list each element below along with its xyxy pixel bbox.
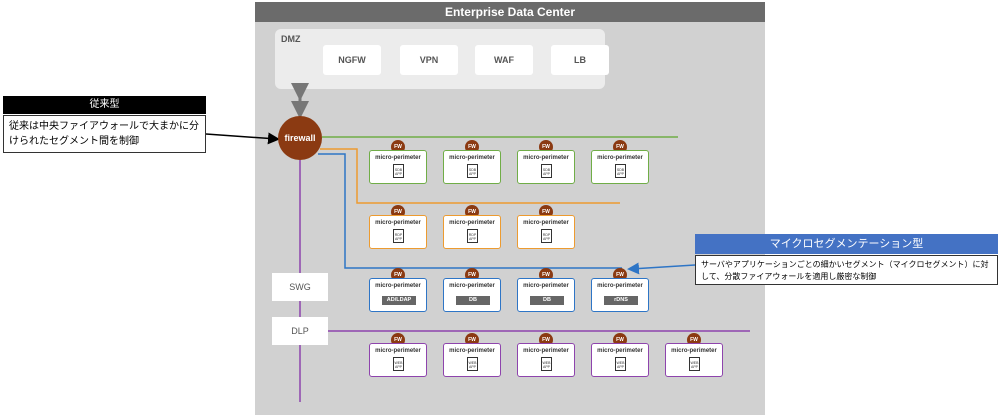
micro-perimeter-box: micro-perimeter rDNS (591, 278, 649, 312)
service-tag: AD/LDAP (382, 296, 416, 305)
central-firewall: firewall (278, 116, 322, 160)
micro-perimeter-label: micro-perimeter (523, 283, 569, 289)
document-icon: WEB APP (467, 357, 478, 371)
micro-perimeter-label: micro-perimeter (375, 348, 421, 354)
micro-perimeter-label: micro-perimeter (449, 220, 495, 226)
micro-perimeter-label: micro-perimeter (597, 283, 643, 289)
service-tag: DB (456, 296, 490, 305)
micro-perimeter-label: micro-perimeter (523, 348, 569, 354)
document-icon: SDB APP (467, 164, 478, 178)
document-icon: RDP APP (467, 229, 478, 243)
micro-perimeter-label: micro-perimeter (375, 155, 421, 161)
document-icon: SDB APP (393, 164, 404, 178)
micro-perimeter-label: micro-perimeter (597, 348, 643, 354)
service-tag: DB (530, 296, 564, 305)
micro-perimeter-label: micro-perimeter (375, 220, 421, 226)
data-center-zone: Enterprise Data Center DMZ NGFW VPN WAF … (255, 2, 765, 415)
micro-perimeter-label: micro-perimeter (671, 348, 717, 354)
micro-callout-arrow (627, 262, 696, 275)
data-center-title: Enterprise Data Center (255, 2, 765, 22)
micro-segmentation-title: マイクロセグメンテーション型 (695, 234, 998, 254)
micro-perimeter-label: micro-perimeter (523, 155, 569, 161)
dmz-vpn-box: VPN (400, 45, 458, 75)
document-icon: RDP APP (541, 229, 552, 243)
micro-perimeter-label: micro-perimeter (449, 155, 495, 161)
micro-segmentation-description: サーバやアプリケーションごとの細かいセグメント（マイクロセグメント）に対して、分… (695, 255, 998, 285)
traditional-description: 従来は中央ファイアウォールで大まかに分けられたセグメント間を制御 (3, 115, 206, 153)
dmz-waf-box: WAF (475, 45, 533, 75)
micro-perimeter-label: micro-perimeter (597, 155, 643, 161)
service-tag: rDNS (604, 296, 638, 305)
dmz-lb-box: LB (551, 45, 609, 75)
dmz-zone: DMZ NGFW VPN WAF LB (275, 29, 609, 89)
traditional-title: 従来型 (3, 96, 206, 114)
document-icon: RDP APP (393, 229, 404, 243)
dlp-box: DLP (272, 317, 328, 345)
document-icon: WEB APP (689, 357, 700, 371)
micro-perimeter-label: micro-perimeter (523, 220, 569, 226)
orange-segment-line (320, 148, 620, 204)
micro-perimeter-label: micro-perimeter (375, 283, 421, 289)
swg-box: SWG (272, 273, 328, 301)
micro-perimeter-label: micro-perimeter (449, 283, 495, 289)
document-icon: WEB APP (615, 357, 626, 371)
document-icon: WEB APP (541, 357, 552, 371)
dmz-ngfw-box: NGFW (323, 45, 381, 75)
dmz-label: DMZ (281, 34, 301, 44)
document-icon: SDB APP (615, 164, 626, 178)
micro-perimeter-label: micro-perimeter (449, 348, 495, 354)
traditional-callout-arrow (205, 132, 280, 145)
document-icon: SDB APP (541, 164, 552, 178)
document-icon: WEB APP (393, 357, 404, 371)
blue-segment-line (318, 153, 622, 269)
